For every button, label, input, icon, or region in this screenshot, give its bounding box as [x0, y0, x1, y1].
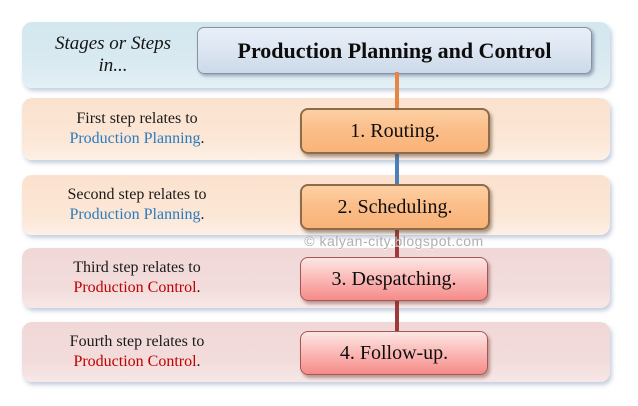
- step-description-followup: Fourth step relates to Production Contro…: [22, 322, 252, 382]
- connector-scheduling-to-despatching: [395, 227, 399, 260]
- row-band-scheduling: Second step relates to Production Planni…: [22, 175, 610, 235]
- description-line2: Production Planning: [69, 130, 201, 147]
- connector-despatching-to-followup: [395, 298, 399, 334]
- stages-label-line2: in...: [98, 55, 128, 76]
- description-line1: Fourth step relates to: [69, 333, 205, 350]
- step-label-followup: 4. Follow-up.: [339, 341, 449, 364]
- description-line1: First step relates to: [76, 110, 198, 127]
- step-description-despatching: Third step relates to Production Control…: [22, 248, 252, 308]
- description-suffix: .: [200, 130, 205, 147]
- header-band: Stages or Steps in... Production Plannin…: [22, 22, 610, 88]
- description-line1: Third step relates to: [73, 259, 201, 276]
- connector-title-to-routing: [395, 72, 399, 112]
- description-line2: Production Control: [73, 353, 197, 370]
- title-box: Production Planning and Control: [197, 27, 592, 74]
- description-line1: Second step relates to: [67, 186, 207, 203]
- step-label-despatching: 3. Despatching.: [331, 267, 457, 290]
- stages-label: Stages or Steps in...: [22, 22, 204, 88]
- description-suffix: .: [200, 206, 205, 223]
- description-line2: Production Control: [73, 279, 197, 296]
- description-line2: Production Planning: [69, 206, 201, 223]
- row-band-despatching: Third step relates to Production Control…: [22, 248, 610, 308]
- description-suffix: .: [196, 279, 201, 296]
- step-box-routing: 1. Routing.: [300, 108, 490, 154]
- connector-routing-to-scheduling: [395, 150, 399, 188]
- step-description-scheduling: Second step relates to Production Planni…: [22, 175, 252, 235]
- row-band-routing: First step relates to Production Plannin…: [22, 98, 610, 160]
- stages-label-line1: Stages or Steps: [54, 33, 172, 55]
- row-band-followup: Fourth step relates to Production Contro…: [22, 322, 610, 382]
- diagram-title: Production Planning and Control: [237, 37, 552, 63]
- step-box-followup: 4. Follow-up.: [300, 331, 488, 375]
- step-box-despatching: 3. Despatching.: [300, 257, 488, 301]
- step-box-scheduling: 2. Scheduling.: [300, 184, 490, 230]
- step-description-routing: First step relates to Production Plannin…: [22, 98, 252, 160]
- description-suffix: .: [196, 353, 201, 370]
- watermark: © kalyan-city.blogspot.com: [304, 233, 484, 249]
- step-label-routing: 1. Routing.: [350, 119, 440, 142]
- step-label-scheduling: 2. Scheduling.: [337, 195, 453, 218]
